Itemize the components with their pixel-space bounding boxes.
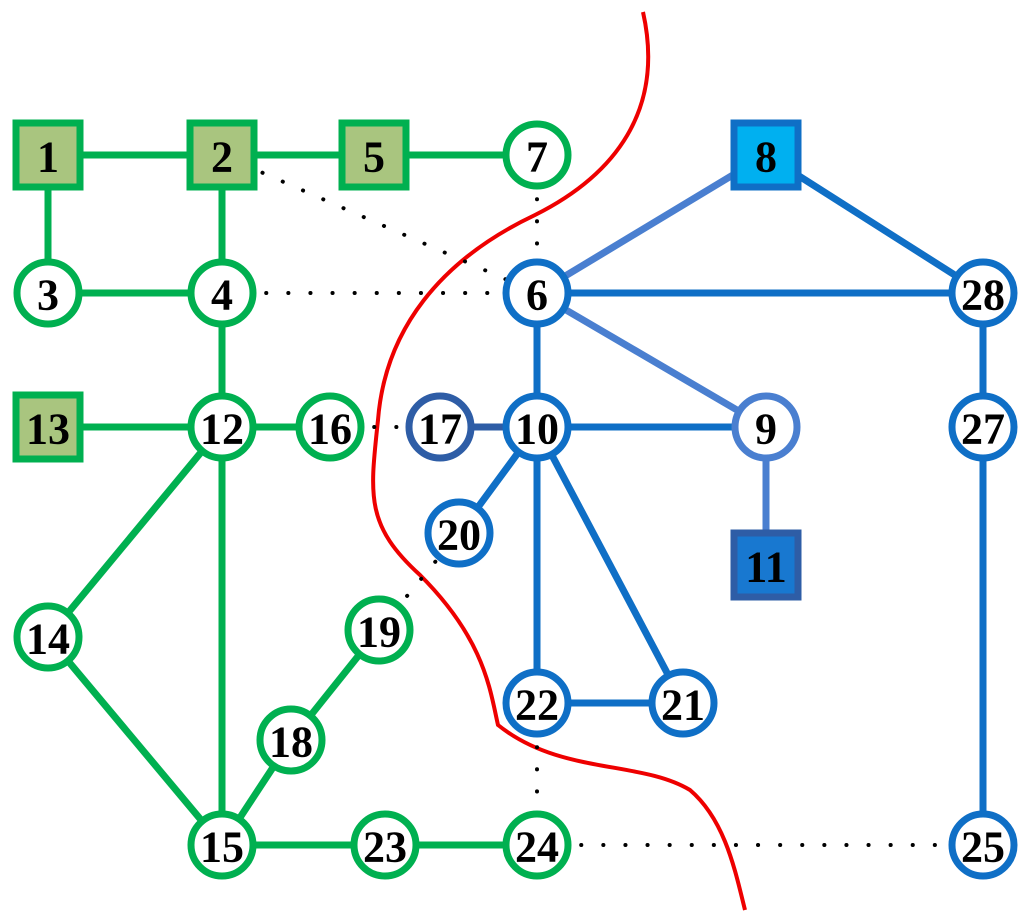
- node-15-label: 15: [200, 823, 244, 872]
- edge-12-14: [45, 424, 225, 640]
- node-9-label: 9: [755, 405, 777, 454]
- node-16-label: 16: [308, 405, 352, 454]
- node-2: 2: [186, 119, 258, 191]
- node-21: 21: [648, 668, 718, 738]
- node-10-circle: [502, 392, 572, 462]
- node-10: 10: [502, 392, 572, 462]
- node-5-square: [338, 119, 410, 191]
- node-23-label: 23: [363, 823, 407, 872]
- node-27-circle: [948, 392, 1018, 462]
- node-21-label: 21: [661, 681, 705, 730]
- node-21-circle: [648, 668, 718, 738]
- node-28: 28: [948, 258, 1018, 328]
- node-17-circle: [405, 392, 475, 462]
- node-1-square: [12, 119, 84, 191]
- node-12-label: 12: [200, 405, 244, 454]
- node-25-circle: [948, 810, 1018, 880]
- node-25: 25: [948, 810, 1018, 880]
- node-16-circle: [295, 392, 365, 462]
- node-23: 23: [350, 810, 420, 880]
- node-12-circle: [187, 392, 257, 462]
- edge-layer: [44, 151, 987, 849]
- edge-2-6: [220, 153, 539, 295]
- node-18-label: 18: [269, 718, 313, 767]
- node-22: 22: [502, 668, 572, 738]
- node-6: 6: [502, 258, 572, 328]
- edge-8-28: [764, 152, 985, 296]
- node-2-square: [186, 119, 258, 191]
- partition-cut-layer: [371, 11, 747, 911]
- node-11-label: 11: [745, 543, 787, 592]
- node-22-label: 22: [515, 681, 559, 730]
- node-11: 11: [730, 529, 802, 601]
- node-16: 16: [295, 392, 365, 462]
- node-6-label: 6: [526, 271, 548, 320]
- node-7-circle: [502, 120, 572, 190]
- node-13: 13: [12, 391, 84, 463]
- node-17: 17: [405, 392, 475, 462]
- node-20: 20: [424, 498, 494, 568]
- node-22-circle: [502, 668, 572, 738]
- node-14: 14: [13, 602, 83, 672]
- node-2-label: 2: [211, 133, 233, 182]
- node-28-circle: [948, 258, 1018, 328]
- node-4-label: 4: [211, 271, 233, 320]
- node-14-circle: [13, 602, 83, 672]
- node-11-square: [730, 529, 802, 601]
- node-7: 7: [502, 120, 572, 190]
- node-5-label: 5: [363, 133, 385, 182]
- node-18-circle: [256, 705, 326, 775]
- node-18: 18: [256, 705, 326, 775]
- node-4: 4: [187, 258, 257, 328]
- node-13-label: 13: [26, 405, 70, 454]
- node-6-circle: [502, 258, 572, 328]
- node-7-label: 7: [526, 133, 548, 182]
- node-9: 9: [731, 392, 801, 462]
- node-3-circle: [13, 258, 83, 328]
- node-24-circle: [502, 810, 572, 880]
- node-4-circle: [187, 258, 257, 328]
- node-10-label: 10: [515, 405, 559, 454]
- node-19-label: 19: [357, 608, 401, 657]
- node-3: 3: [13, 258, 83, 328]
- node-1-label: 1: [37, 133, 59, 182]
- node-9-circle: [731, 392, 801, 462]
- node-14-label: 14: [26, 615, 70, 664]
- node-19: 19: [344, 595, 414, 665]
- node-15: 15: [187, 810, 257, 880]
- partition-cut-line: [371, 11, 747, 911]
- node-24-label: 24: [515, 823, 559, 872]
- node-19-circle: [344, 595, 414, 665]
- node-28-label: 28: [961, 271, 1005, 320]
- node-24: 24: [502, 810, 572, 880]
- node-25-label: 25: [961, 823, 1005, 872]
- node-15-circle: [187, 810, 257, 880]
- node-8-label: 8: [755, 133, 777, 182]
- node-27: 27: [948, 392, 1018, 462]
- node-1: 1: [12, 119, 84, 191]
- node-3-label: 3: [37, 271, 59, 320]
- node-13-square: [12, 391, 84, 463]
- node-20-circle: [424, 498, 494, 568]
- edge-10-21: [533, 425, 687, 705]
- node-5: 5: [338, 119, 410, 191]
- edge-14-15: [45, 634, 225, 848]
- node-23-circle: [350, 810, 420, 880]
- node-8-square: [730, 119, 802, 191]
- node-20-label: 20: [437, 511, 481, 560]
- node-12: 12: [187, 392, 257, 462]
- edge-8-6: [535, 152, 768, 296]
- node-8: 8: [730, 119, 802, 191]
- edge-6-9: [535, 289, 768, 431]
- node-27-label: 27: [961, 405, 1005, 454]
- node-17-label: 17: [418, 405, 462, 454]
